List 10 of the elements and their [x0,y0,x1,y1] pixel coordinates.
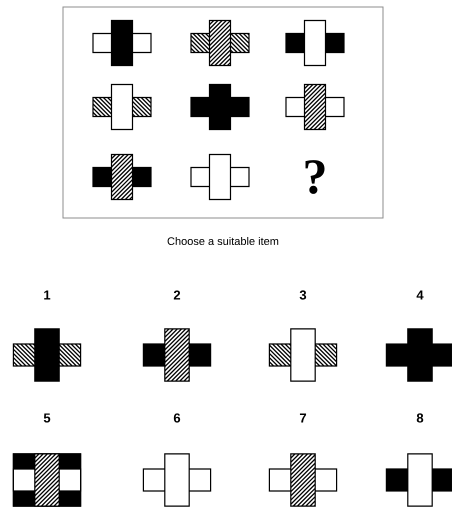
option-number: 1 [44,290,50,300]
question-mark: ? [306,160,325,194]
option-number: 4 [416,290,424,300]
option-number: 8 [416,413,424,423]
option-number: 5 [44,413,50,423]
option-number: 6 [174,413,180,423]
option-number: 3 [300,290,306,300]
option-number: 2 [174,290,180,300]
option-number: 7 [300,414,306,422]
instruction-text: Choose a suitable item [168,236,278,246]
